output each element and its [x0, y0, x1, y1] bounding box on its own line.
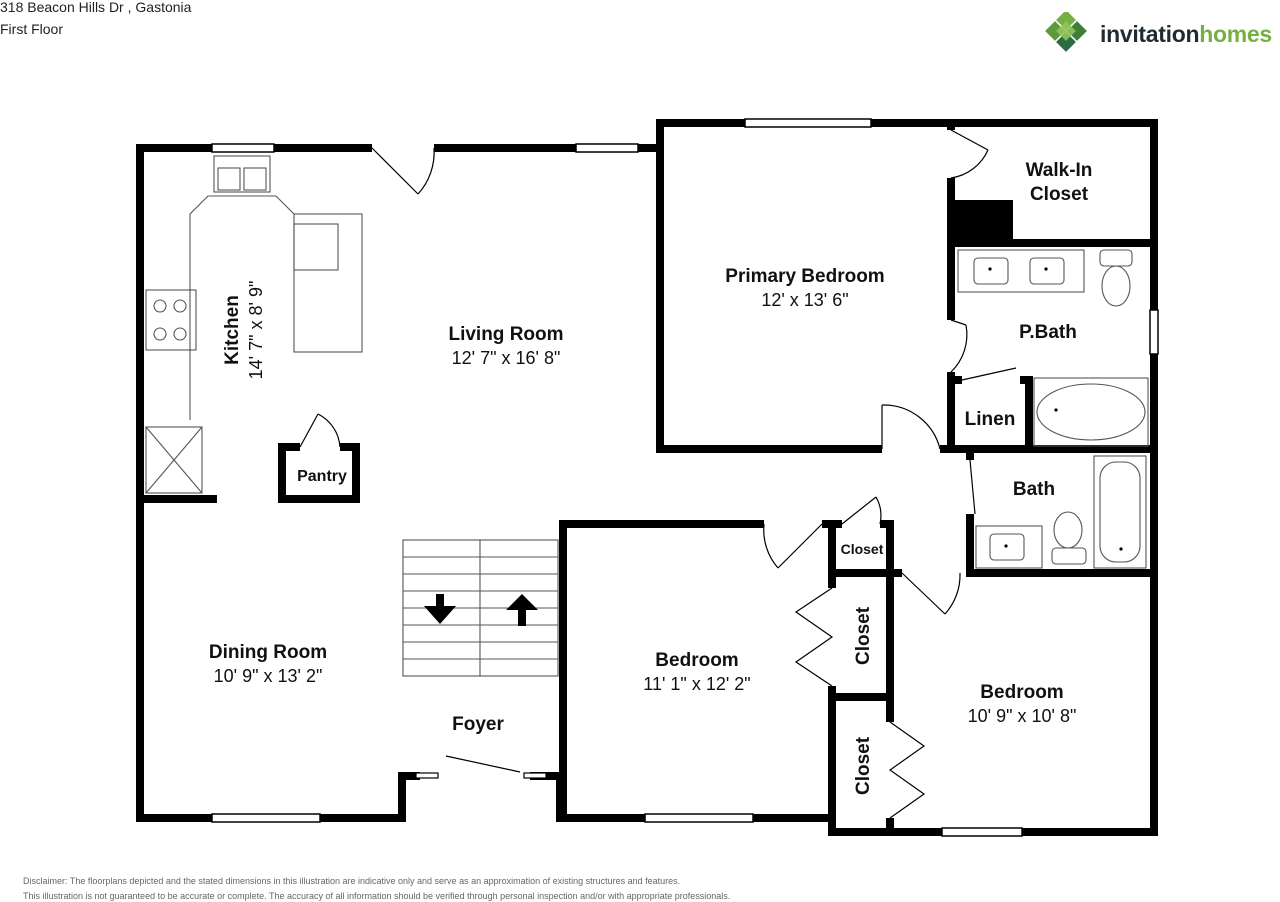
walk-in-closet-label-line1: Walk-In [1026, 160, 1093, 181]
bedroom-center-dims: 11' 1" x 12' 2" [643, 674, 750, 694]
brand-wordmark: invitationhomes [1100, 21, 1272, 48]
primary-bedroom-dims: 12' x 13' 6" [761, 290, 848, 310]
foyer-label: Foyer [452, 714, 504, 735]
floor-label: First Floor [0, 21, 63, 37]
walk-in-closet-label-line2: Closet [1030, 184, 1089, 205]
kitchen-dims: 14' 7" x 8' 9" [246, 281, 266, 380]
dining-room-dims: 10' 9" x 13' 2" [214, 666, 323, 686]
closet-small-label: Closet [841, 541, 884, 557]
p-bath-label: P.Bath [1019, 322, 1077, 343]
brand-word-homes: homes [1199, 21, 1272, 47]
diamond-cluster-logo-icon [1045, 12, 1087, 52]
disclaimer-line-1: Disclaimer: The floorplans depicted and … [23, 876, 681, 886]
pantry-label: Pantry [297, 468, 347, 485]
drain-dots [988, 267, 1123, 551]
room-labels: Kitchen 14' 7" x 8' 9" Living Room 12' 7… [209, 160, 1093, 795]
primary-bedroom-label: Primary Bedroom [725, 266, 884, 287]
fixtures [145, 155, 1149, 677]
brand-logo: invitationhomes [1044, 12, 1280, 58]
bedroom-right-dims: 10' 9" x 10' 8" [968, 706, 1077, 726]
brand-word-invitation: invitation [1100, 21, 1200, 47]
dining-room-label: Dining Room [209, 642, 327, 663]
bath-label: Bath [1013, 479, 1055, 500]
linen-label: Linen [965, 409, 1016, 430]
closet-upper-label: Closet [853, 606, 874, 665]
stair-up-arrow-icon [506, 594, 538, 626]
stair-arrows [424, 594, 538, 626]
disclaimer-line-2: This illustration is not guaranteed to b… [23, 891, 731, 901]
living-room-dims: 12' 7" x 16' 8" [452, 348, 561, 368]
closet-shelf-block [951, 200, 1013, 243]
bedroom-right-label: Bedroom [980, 682, 1063, 703]
property-address: 318 Beacon Hills Dr , Gastonia [0, 0, 192, 15]
stair-down-arrow-icon [424, 594, 456, 624]
windows [211, 118, 1159, 837]
kitchen-label: Kitchen [222, 295, 243, 365]
bedroom-center-label: Bedroom [655, 650, 738, 671]
doors [299, 129, 1020, 819]
closet-lower-label: Closet [853, 736, 874, 795]
living-room-label: Living Room [448, 324, 563, 345]
